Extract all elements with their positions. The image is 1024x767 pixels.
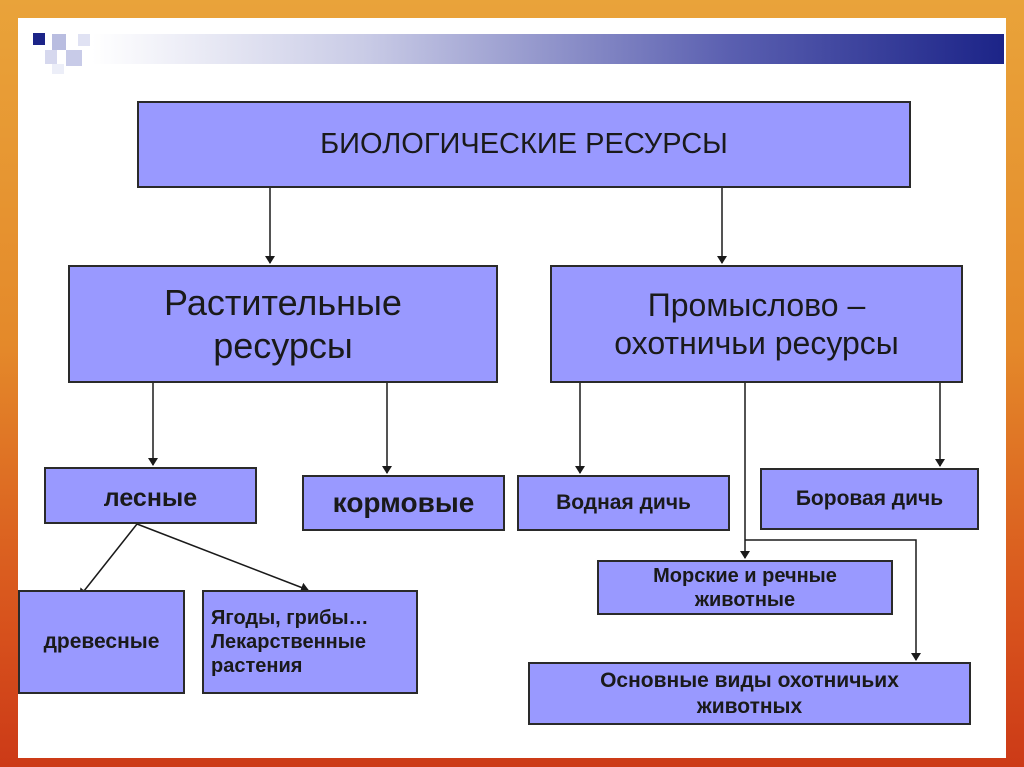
root-node: БИОЛОГИЧЕСКИЕ РЕСУРСЫ: [137, 101, 911, 188]
marine-animals-node: Морские и речные животные: [597, 560, 893, 615]
berries-mushrooms-node: Ягоды, грибы… Лекарственные растения: [202, 590, 418, 694]
upland-game-node: Боровая дичь: [760, 468, 979, 530]
title-decoration-bar: [92, 34, 1004, 64]
arrow-forest-to-woody: [79, 523, 138, 597]
fodder-node: кормовые: [302, 475, 505, 531]
main-species-node: Основные виды охотничьих животных: [528, 662, 971, 725]
woody-node: древесные: [18, 590, 185, 694]
waterfowl-node: Водная дичь: [517, 475, 730, 531]
game-resources-node: Промыслово – охотничьи ресурсы: [550, 265, 963, 383]
plant-resources-node: Растительные ресурсы: [68, 265, 498, 383]
arrow-forest-to-berries: [136, 523, 309, 593]
forest-node: лесные: [44, 467, 257, 524]
arrow-game-to-main-species: [745, 539, 921, 661]
